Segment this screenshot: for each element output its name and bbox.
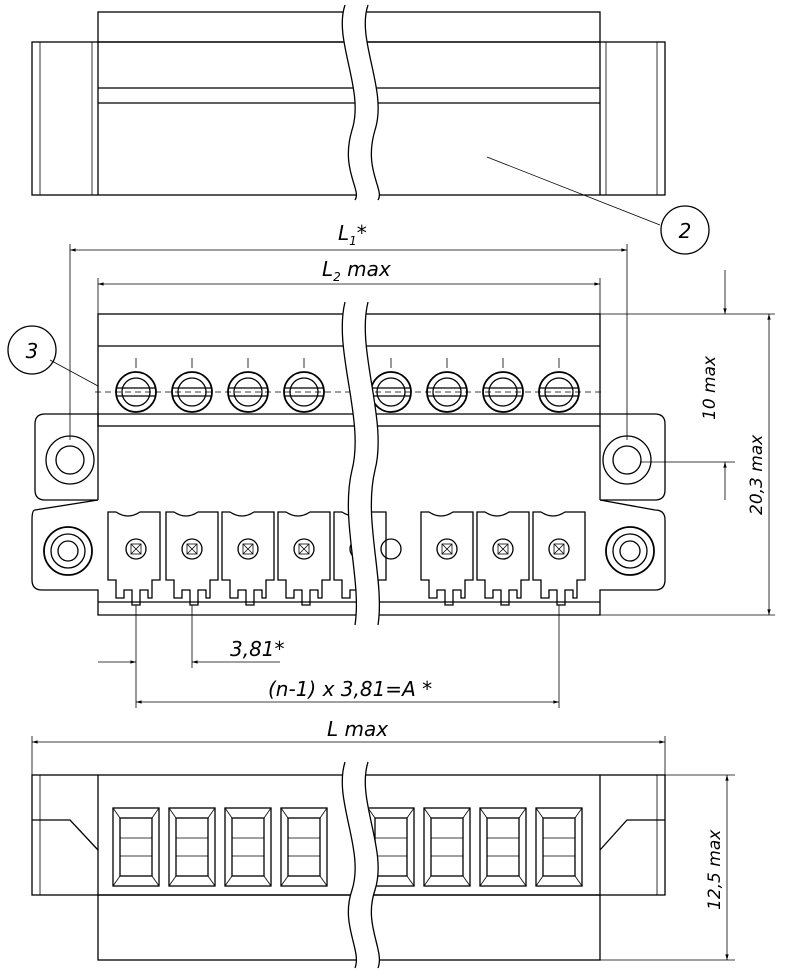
mounting-hole-right (602, 435, 652, 485)
cavity (168, 807, 216, 887)
dim-l2-label: L2 max (322, 257, 391, 284)
terminal (476, 511, 530, 606)
terminal (107, 511, 161, 606)
terminal (277, 511, 331, 606)
top-screw (227, 371, 269, 413)
top-screw (482, 371, 524, 413)
top-screw (171, 371, 213, 413)
cavity (280, 807, 328, 887)
cavity (112, 807, 160, 887)
callout-3-label: 3 (26, 339, 39, 363)
lock-screw-left (43, 526, 93, 576)
top-view (31, 4, 666, 226)
dim-span-label: (n-1) x 3,81=A * (268, 677, 432, 701)
lock-screw-right (605, 526, 655, 576)
dim-length-label: L max (327, 717, 388, 741)
cavity (224, 807, 272, 887)
top-screw (426, 371, 468, 413)
top-screw (538, 371, 580, 413)
cavity (535, 807, 583, 887)
terminal (221, 511, 275, 606)
top-screw (283, 371, 325, 413)
terminal (165, 511, 219, 606)
cavity (423, 807, 471, 887)
dim-height-20-label: 20,3 max (747, 434, 767, 515)
dim-height-10-label: 10 max (700, 355, 720, 420)
callout-3: 3 (7, 325, 57, 375)
terminal (420, 511, 474, 606)
callout-2-label: 2 (679, 219, 692, 243)
dim-l1-label: L1* (338, 221, 367, 248)
front-view (31, 244, 775, 708)
mounting-hole-left (45, 435, 95, 485)
bottom-view (31, 736, 735, 969)
dim-pitch-label: 3,81* (230, 637, 285, 661)
terminal (532, 511, 586, 606)
top-screw (115, 371, 157, 413)
cavity (479, 807, 527, 887)
dim-depth-label: 12,5 max (705, 829, 725, 910)
bottom-terminal-row (107, 511, 586, 606)
callout-2: 2 (660, 205, 710, 255)
